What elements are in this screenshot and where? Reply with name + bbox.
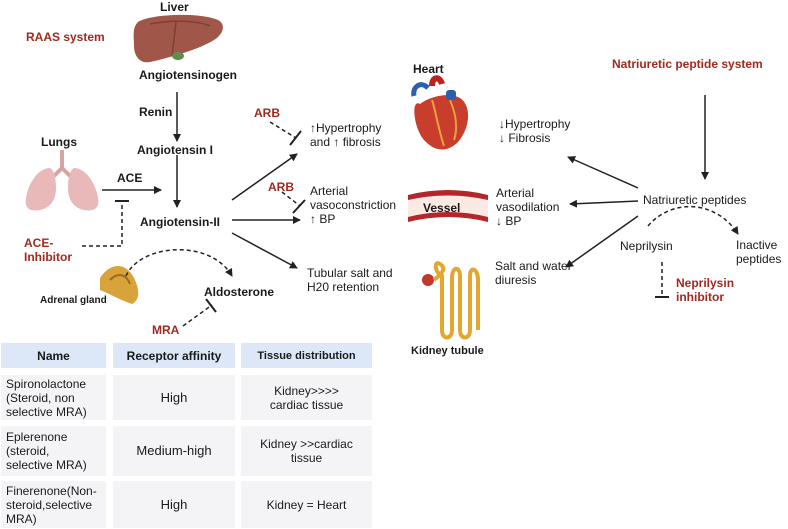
vessel-label: Vessel xyxy=(423,201,461,215)
arrow-to-hypertrophy xyxy=(231,153,298,201)
arrow-to-np-hypertrophy xyxy=(567,156,639,189)
kidney-tubule-icon xyxy=(422,261,480,340)
table-row-3-affinity: High xyxy=(113,481,235,528)
adrenal-gland-icon xyxy=(100,266,139,304)
ace-label: ACE xyxy=(117,171,143,185)
adrenal-gland-label: Adrenal gland xyxy=(40,295,107,306)
table-row-1-name: Spironolactone (Steroid, non selective M… xyxy=(1,375,106,420)
mra-label: MRA xyxy=(152,323,180,337)
hypertrophy-fibrosis-label: ↑Hypertrophy and ↑ fibrosis xyxy=(310,121,382,149)
natriuretic-peptides-label: Natriuretic peptides xyxy=(643,193,747,207)
vasodilation-label: Arterial vasodilation ↓ BP xyxy=(496,186,560,228)
raas-system-title: RAAS system xyxy=(26,30,105,44)
inhibition-lines xyxy=(82,121,739,327)
liver-label: Liver xyxy=(160,0,189,14)
ace-inhibitor-label: ACE- Inhibitor xyxy=(24,236,72,264)
vasoconstriction-label: Arterial vasoconstriction ↑ BP xyxy=(310,184,397,226)
dashed-arrow-adrenal-to-aldosterone xyxy=(125,248,233,277)
table-header-distribution: Tissue distribution xyxy=(241,343,372,368)
kidney-tubule-label: Kidney tubule xyxy=(411,345,484,357)
arb-block-1 xyxy=(269,121,297,139)
np-system-title: Natriuretic peptide system xyxy=(612,57,763,71)
table-row-1-distribution: Kidney>>>> cardiac tissue xyxy=(241,375,372,420)
arb-label-1: ARB xyxy=(254,106,280,120)
table-header-name: Name xyxy=(1,343,106,368)
table-row-1-affinity: High xyxy=(113,375,235,420)
neprilysin-label: Neprilysin xyxy=(620,239,673,253)
renin-label: Renin xyxy=(139,105,173,119)
liver-icon xyxy=(133,14,223,63)
pathway-arrows xyxy=(102,92,709,269)
table-header-affinity: Receptor affinity xyxy=(113,343,235,368)
table-row-2-name: Eplerenone (steroid, selective MRA) xyxy=(1,426,106,476)
aldosterone-label: Aldosterone xyxy=(204,285,275,299)
angiotensin-ii-label: Angiotensin-II xyxy=(140,215,220,229)
angiotensin-i-label: Angiotensin I xyxy=(137,143,213,157)
lungs-icon xyxy=(25,150,99,211)
table-row-3-name: Finerenone(Non- steroid,selective MRA) xyxy=(1,481,106,528)
np-hypertrophy-label: ↓Hypertrophy ↓ Fibrosis xyxy=(499,117,571,145)
arrow-to-retention xyxy=(231,232,298,269)
lungs-label: Lungs xyxy=(41,135,77,149)
table-row-2-distribution: Kidney >>cardiac tissue xyxy=(241,426,372,476)
arb-label-2: ARB xyxy=(268,180,294,194)
heart-icon xyxy=(411,75,469,150)
arrow-to-diuresis xyxy=(565,215,639,268)
table-row-2-affinity: Medium-high xyxy=(113,426,235,476)
table-row-3-distribution: Kidney = Heart xyxy=(241,481,372,528)
heart-label: Heart xyxy=(413,62,444,76)
dashed-arrow-neprilysin xyxy=(647,206,739,235)
salt-retention-label: Tubular salt and H20 retention xyxy=(307,266,393,294)
vessel-icon xyxy=(408,190,488,222)
mra-block xyxy=(182,304,213,327)
neprilysin-inhibitor-label: Neprilysin inhibitor xyxy=(676,276,735,304)
arrow-to-vasodilation xyxy=(569,199,639,208)
angiotensinogen-label: Angiotensinogen xyxy=(139,68,237,82)
arb-block-2 xyxy=(281,191,301,207)
diuresis-label: Salt and water diuresis xyxy=(495,259,572,287)
inactive-peptides-label: Inactive peptides xyxy=(736,238,782,266)
